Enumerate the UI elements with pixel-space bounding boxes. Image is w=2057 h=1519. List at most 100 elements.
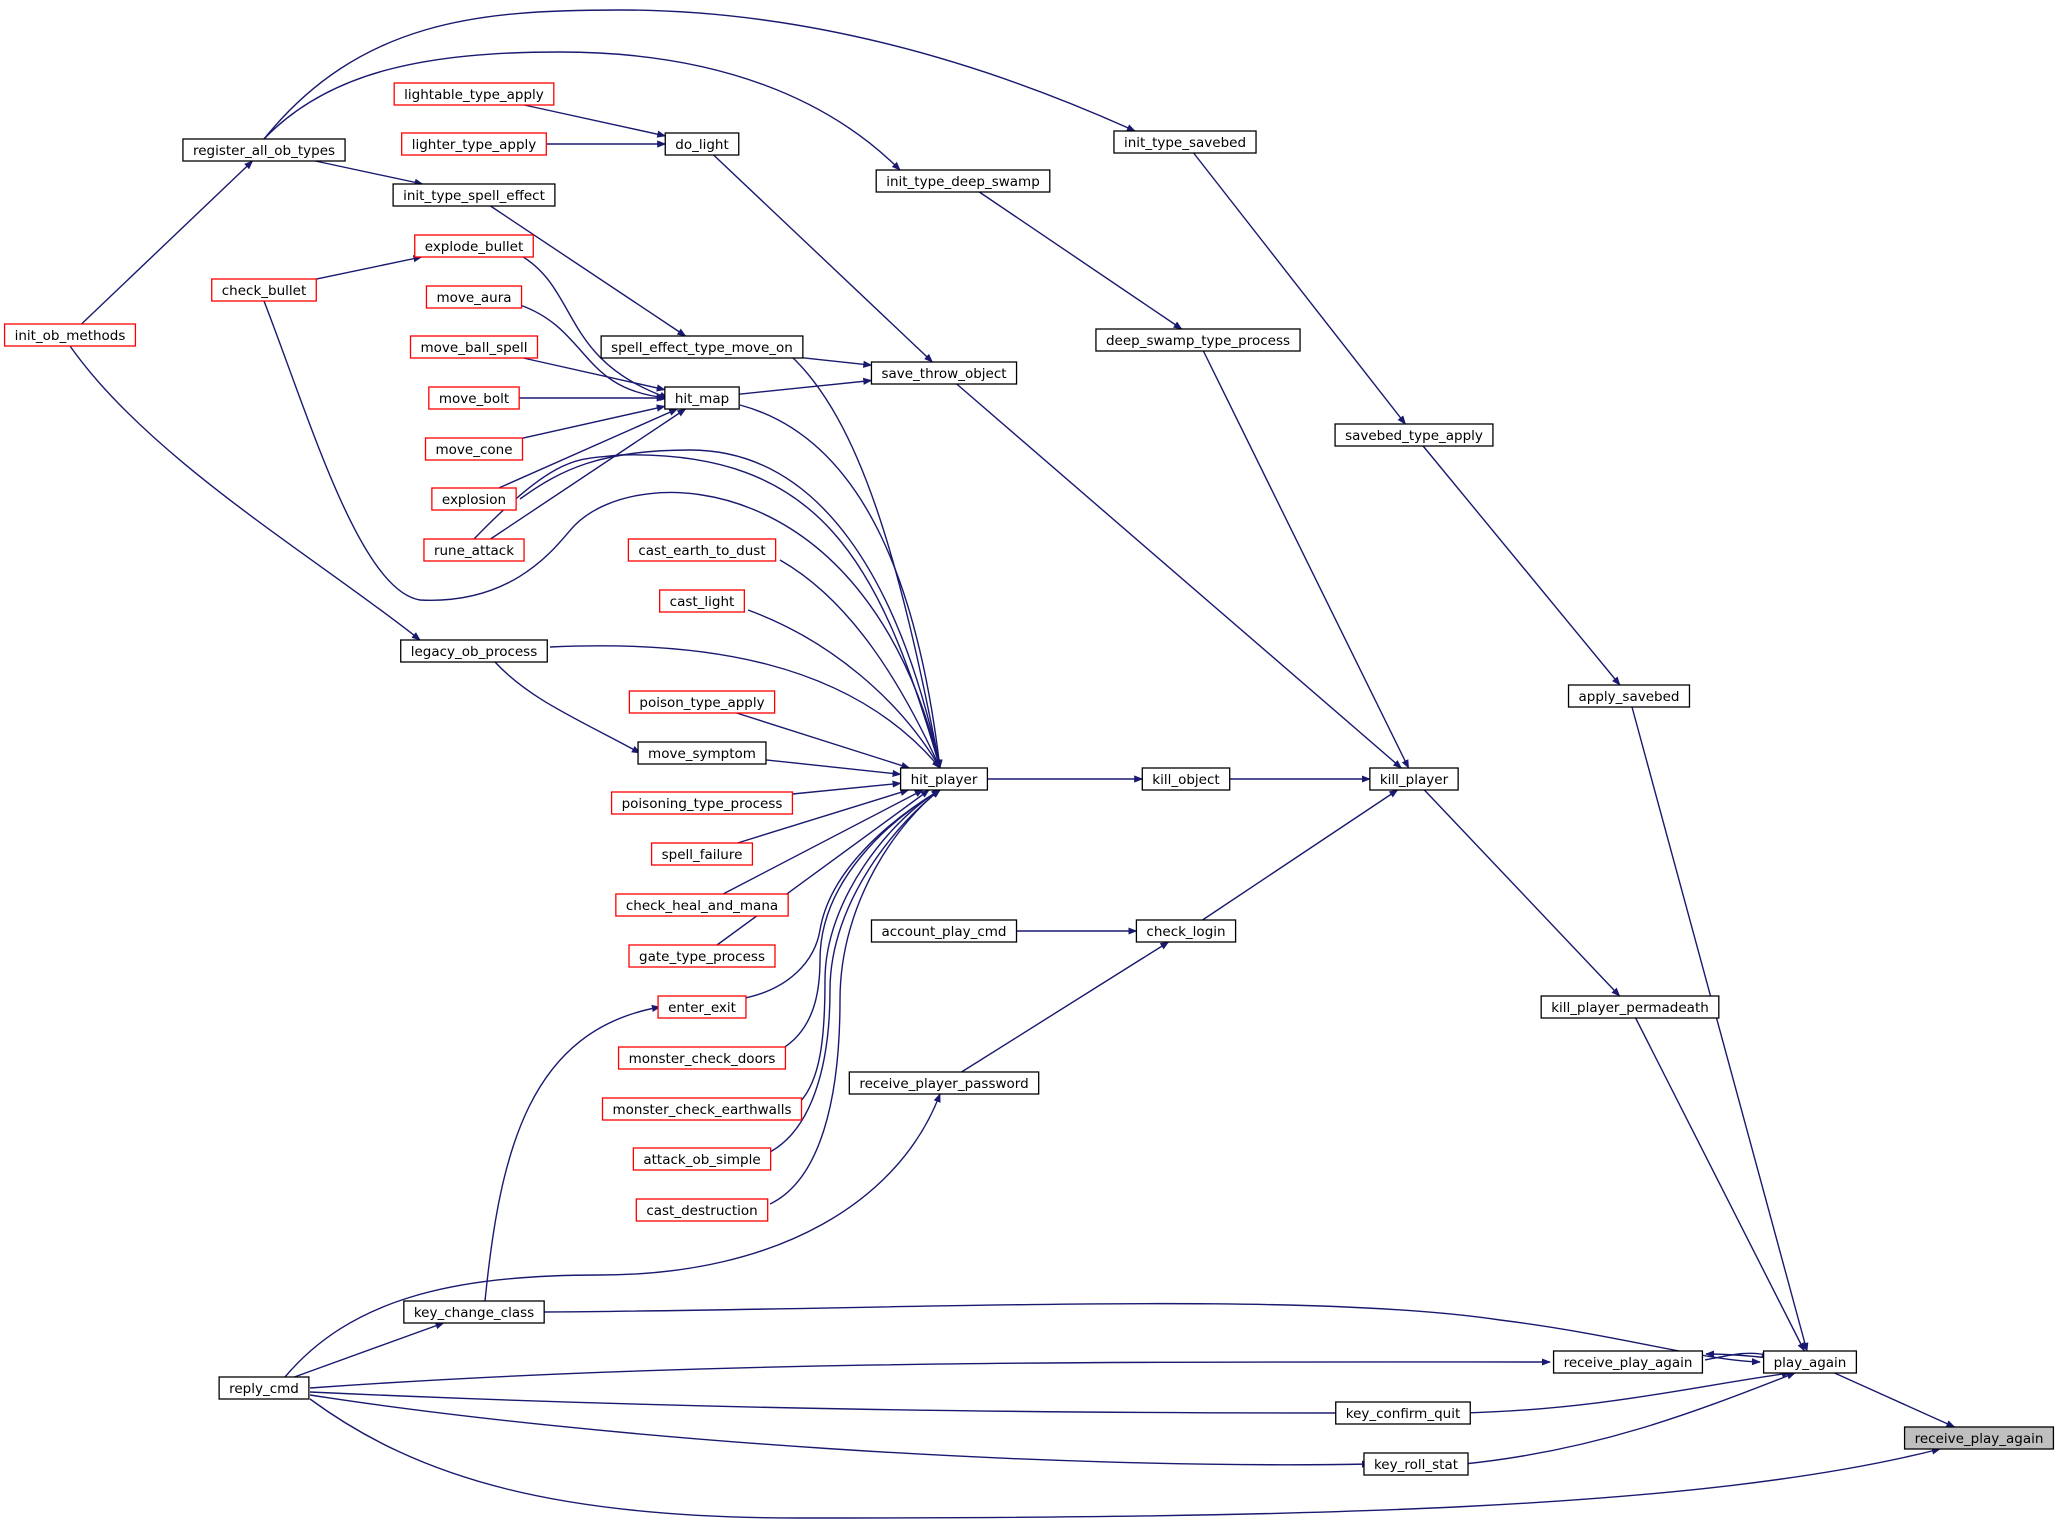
node-spell-failure[interactable]: spell_failure <box>650 842 754 866</box>
node-label: check_heal_and_mana <box>626 898 778 914</box>
node-box <box>218 1376 310 1400</box>
node-explode-bullet[interactable]: explode_bullet <box>414 234 534 258</box>
edge-line <box>1460 1370 1791 1414</box>
node-key-change-class[interactable]: key_change_class <box>403 1300 545 1324</box>
node-label: hit_player <box>911 772 978 788</box>
node-init-type-savebed[interactable]: init_type_savebed <box>1113 130 1257 154</box>
node-kill-player-permadeath[interactable]: kill_player_permadeath <box>1540 995 1720 1019</box>
node-box <box>627 538 777 562</box>
edge-line <box>309 1358 1551 1389</box>
node-save-throw-object[interactable]: save_throw_object <box>870 361 1018 385</box>
edge-line <box>549 645 941 769</box>
node-kill-object[interactable]: kill_object <box>1141 767 1231 791</box>
node-spell-effect-type-move-on[interactable]: spell_effect_type_move_on <box>600 335 804 359</box>
edge-hit-map-to-hit-player <box>739 404 943 769</box>
node-box <box>1762 1350 1858 1374</box>
edge-line <box>519 304 669 401</box>
node-label: move_aura <box>436 290 511 306</box>
node-init-ob-methods[interactable]: init_ob_methods <box>3 323 137 347</box>
node-move-symptom[interactable]: move_symptom <box>637 741 767 765</box>
node-apply-savebed[interactable]: apply_savebed <box>1567 684 1691 708</box>
edge-line <box>747 609 941 769</box>
node-box <box>393 82 555 106</box>
node-label: rune_attack <box>434 543 514 559</box>
edge-savebed-type-apply-to-apply-savebed <box>1422 445 1621 686</box>
edge-reply-cmd-to-key-confirm-quit <box>309 1391 1346 1417</box>
node-hit-map[interactable]: hit_map <box>664 386 740 410</box>
edge-line <box>779 789 941 1051</box>
edge-attack-ob-simple-to-hit-player <box>769 789 941 1153</box>
node-reply-cmd[interactable]: reply_cmd <box>218 1376 310 1400</box>
node-box <box>182 138 346 162</box>
node-lighter-type-apply[interactable]: lighter_type_apply <box>401 132 547 156</box>
node-box <box>617 1046 787 1070</box>
node-label: explosion <box>442 492 506 508</box>
edge-line <box>765 759 902 778</box>
node-monster-check-doors[interactable]: monster_check_doors <box>617 1046 787 1070</box>
edge-line <box>523 357 666 392</box>
node-cast-light[interactable]: cast_light <box>658 589 746 613</box>
node-savebed-type-apply[interactable]: savebed_type_apply <box>1334 423 1494 447</box>
node-label: receive_play_again <box>1915 1431 2044 1447</box>
edge-check-login-to-kill-player <box>1202 789 1399 921</box>
edge-line <box>524 104 667 138</box>
edge-line <box>309 1391 1346 1417</box>
node-receive-play-again[interactable]: receive_play_again <box>1903 1426 2055 1450</box>
edge-do-light-to-save-throw-object <box>713 154 934 363</box>
node-box <box>1369 767 1459 791</box>
node-key-roll-stat[interactable]: key_roll_stat <box>1363 1452 1469 1476</box>
node-init-type-spell-effect[interactable]: init_type_spell_effect <box>392 183 556 207</box>
node-check-bullet[interactable]: check_bullet <box>211 278 317 302</box>
node-cast-earth-to-dust[interactable]: cast_earth_to_dust <box>627 538 777 562</box>
node-poisoning-type-process[interactable]: poisoning_type_process <box>610 791 794 815</box>
node-kill-player[interactable]: kill_player <box>1369 767 1459 791</box>
node-hit-player[interactable]: hit_player <box>899 767 989 791</box>
node-account-play-cmd[interactable]: account_play_cmd <box>870 919 1018 943</box>
node-move-bolt[interactable]: move_bolt <box>428 386 520 410</box>
edge-cast-destruction-to-hit-player <box>769 789 941 1205</box>
node-receive-play-again-2[interactable]: receive_play_again <box>1552 1350 1704 1374</box>
edge-explosion-to-hit-player <box>519 449 942 769</box>
edge-spell-effect-type-move-on-to-hit-player <box>789 354 943 769</box>
node-gate-type-process[interactable]: gate_type_process <box>628 944 776 968</box>
edge-deep-swamp-type-process-to-kill-player <box>1202 350 1410 769</box>
node-label: monster_check_earthwalls <box>612 1102 791 1118</box>
node-rune-attack[interactable]: rune_attack <box>423 538 525 562</box>
node-label: key_confirm_quit <box>1346 1406 1461 1422</box>
node-poison-type-apply[interactable]: poison_type_apply <box>628 690 776 714</box>
node-attack-ob-simple[interactable]: attack_ob_simple <box>632 1147 772 1171</box>
node-label: lighter_type_apply <box>412 137 537 153</box>
edge-line <box>498 408 679 489</box>
node-explosion[interactable]: explosion <box>431 487 517 511</box>
node-enter-exit[interactable]: enter_exit <box>657 995 747 1019</box>
node-receive-player-password[interactable]: receive_player_password <box>848 1071 1040 1095</box>
node-do-light[interactable]: do_light <box>664 132 740 156</box>
node-label: do_light <box>675 137 729 153</box>
edge-init-type-deep-swamp-to-deep-swamp-type-process <box>978 191 1183 330</box>
edge-move-cone-to-hit-map <box>522 404 666 439</box>
node-monster-check-earthwalls[interactable]: monster_check_earthwalls <box>601 1097 803 1121</box>
edge-init-ob-methods-to-register-all-ob-types <box>81 160 254 325</box>
edge-line <box>736 712 911 769</box>
node-register-all-ob-types[interactable]: register_all_ob_types <box>182 138 346 162</box>
node-check-login[interactable]: check_login <box>1135 919 1237 943</box>
node-move-ball-spell[interactable]: move_ball_spell <box>409 335 539 359</box>
node-lightable-type-apply[interactable]: lightable_type_apply <box>393 82 555 106</box>
node-label: kill_player_permadeath <box>1551 1000 1709 1016</box>
node-play-again[interactable]: play_again <box>1762 1350 1858 1374</box>
edge-line <box>69 345 421 641</box>
node-cast-destruction[interactable]: cast_destruction <box>635 1198 769 1222</box>
node-legacy-ob-process[interactable]: legacy_ob_process <box>400 639 548 663</box>
edge-line <box>543 1302 1761 1366</box>
edge-reply-cmd-to-key-change-class <box>294 1322 445 1378</box>
node-move-aura[interactable]: move_aura <box>425 285 523 309</box>
node-init-type-deep-swamp[interactable]: init_type_deep_swamp <box>875 169 1051 193</box>
edge-kill-player-permadeath-to-play-again <box>1634 1017 1806 1352</box>
node-deep-swamp-type-process[interactable]: deep_swamp_type_process <box>1095 328 1301 352</box>
node-check-heal-and-mana[interactable]: check_heal_and_mana <box>615 893 789 917</box>
node-key-confirm-quit[interactable]: key_confirm_quit <box>1335 1401 1471 1425</box>
node-move-cone[interactable]: move_cone <box>424 437 524 461</box>
node-box <box>635 1198 769 1222</box>
edge-explosion-to-hit-map <box>498 408 679 489</box>
edge-register-all-ob-types-to-init-type-spell-effect <box>315 160 424 186</box>
